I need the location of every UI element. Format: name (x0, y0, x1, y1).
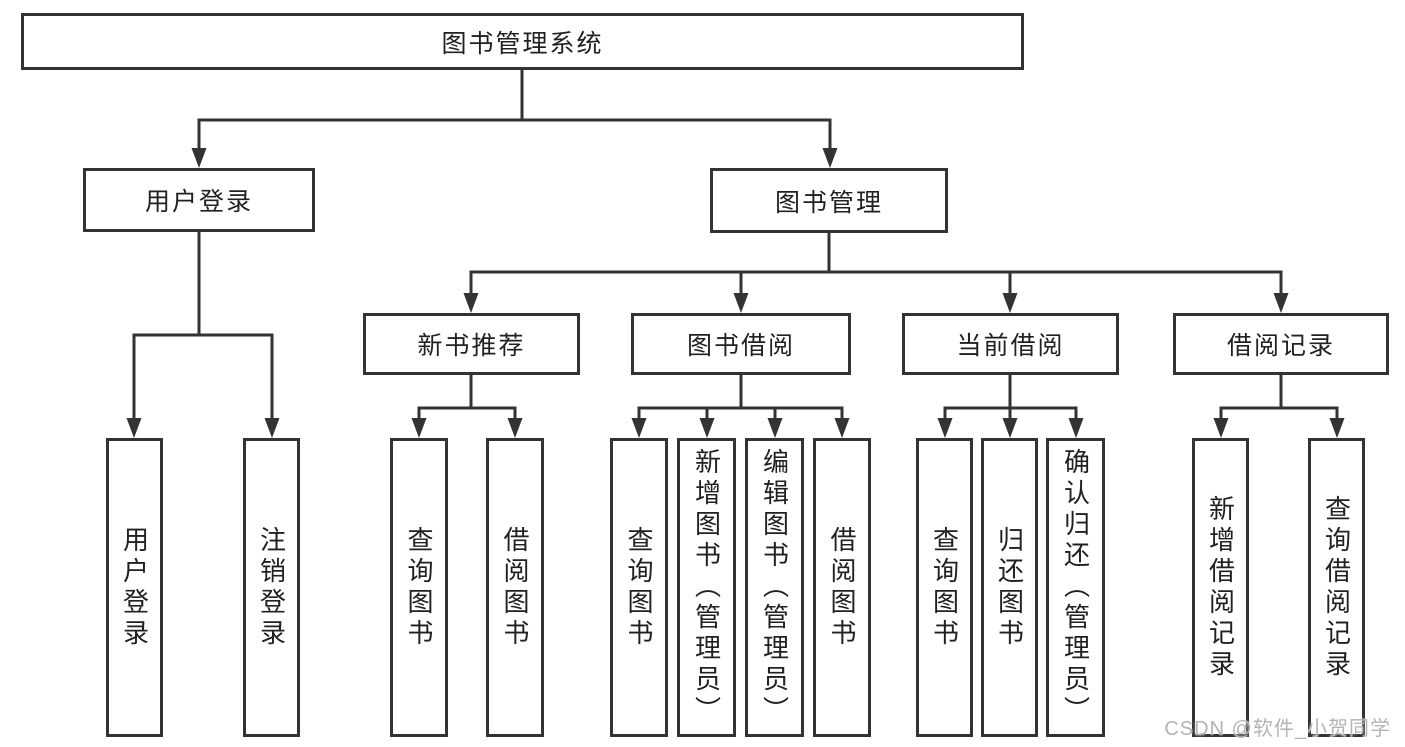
node-current-borrowing: 当前借阅 (902, 313, 1119, 375)
leaf-logout: 注销登录 (243, 438, 300, 737)
leaf-confirm-return-admin: 确认归还（管理员） (1046, 438, 1105, 737)
leaf-query-books-3: 查询图书 (916, 438, 973, 737)
leaf-user-login: 用户登录 (106, 438, 163, 737)
node-book-borrowing: 图书借阅 (631, 313, 851, 375)
leaf-add-books-admin: 新增图书（管理员） (677, 438, 736, 737)
node-borrowing-records: 借阅记录 (1173, 313, 1389, 375)
leaf-add-borrow-record: 新增借阅记录 (1192, 438, 1249, 737)
leaf-query-books-2: 查询图书 (610, 438, 668, 737)
node-root-system: 图书管理系统 (21, 13, 1024, 70)
csdn-watermark: CSDN @软件_小贺同学 (1164, 718, 1391, 740)
node-new-book-recommendation: 新书推荐 (363, 313, 580, 375)
leaf-borrow-books-1: 借阅图书 (486, 438, 544, 737)
leaf-borrow-books-2: 借阅图书 (813, 438, 871, 737)
leaf-return-books: 归还图书 (981, 438, 1038, 737)
leaf-query-books-1: 查询图书 (390, 438, 448, 737)
leaf-edit-books-admin: 编辑图书（管理员） (745, 438, 804, 737)
leaf-query-borrow-record: 查询借阅记录 (1308, 438, 1365, 737)
node-user-login-branch: 用户登录 (83, 168, 315, 232)
node-book-management-branch: 图书管理 (710, 168, 948, 233)
